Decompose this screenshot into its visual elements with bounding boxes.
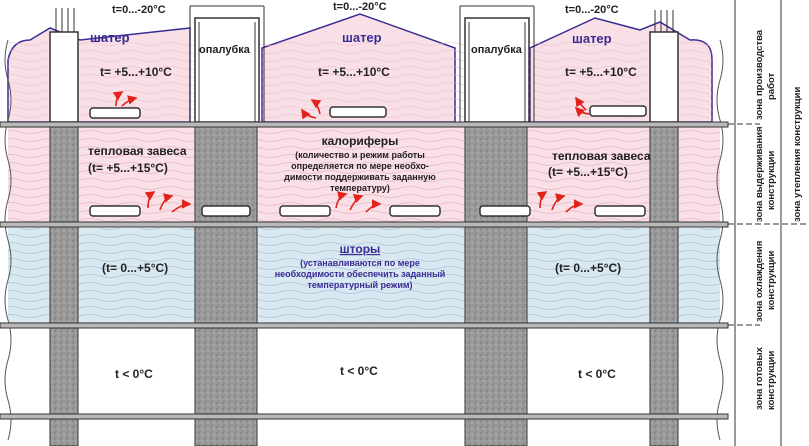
blinds-note-3: температурный режим) bbox=[307, 280, 412, 290]
slab-3 bbox=[0, 322, 729, 329]
blinds-title: шторы bbox=[340, 242, 381, 256]
column-2 bbox=[194, 121, 258, 446]
heaters-title: калориферы bbox=[322, 134, 399, 148]
zone-production-1: зона производства bbox=[754, 29, 765, 120]
zone-ready-1: зона готовых bbox=[754, 346, 765, 410]
curtain-title-right: тепловая завеса bbox=[552, 149, 651, 163]
curtain-title-left: тепловая завеса bbox=[88, 144, 187, 158]
ready-temp-center: t < 0°C bbox=[340, 364, 378, 378]
curtain-temp-left: (t= +5...+15°C) bbox=[88, 161, 168, 175]
slab-1 bbox=[0, 121, 729, 128]
zone-production-2: работ bbox=[766, 72, 777, 100]
zone-insulation: зона утепления конструкции bbox=[792, 87, 803, 222]
slab-4 bbox=[0, 413, 729, 420]
tent-temp-right: t= +5...+10°C bbox=[565, 65, 637, 79]
ready-temp-right: t < 0°C bbox=[578, 367, 616, 381]
column-3 bbox=[464, 121, 528, 446]
tent-temp-left: t= +5...+10°C bbox=[100, 65, 172, 79]
heaters-note-1: (количество и режим работы bbox=[295, 150, 425, 160]
formwork-label-left: опалубка bbox=[199, 44, 251, 56]
zone-ready-2: конструкции bbox=[766, 350, 777, 410]
formwork-right bbox=[464, 17, 530, 123]
blinds-note-2: необходимости обеспечить заданный bbox=[275, 269, 446, 279]
tent-label-left: шатер bbox=[90, 30, 130, 45]
slab-2 bbox=[0, 221, 729, 228]
zone-cooling-1: зона охлаждения bbox=[754, 241, 765, 322]
heater-unit-row bbox=[89, 205, 646, 217]
outside-temp-right: t=0...-20°C bbox=[565, 4, 619, 16]
formwork-label-right: опалубка bbox=[471, 44, 523, 56]
zone-holding-1: зона выдерживания bbox=[754, 126, 765, 222]
column-1 bbox=[49, 121, 79, 446]
tent-label-right: шатер bbox=[572, 31, 612, 46]
column-4 bbox=[649, 121, 679, 446]
heater-unit bbox=[89, 105, 647, 119]
rebar-stub-left bbox=[49, 31, 79, 123]
rebar-stub-right bbox=[649, 31, 679, 123]
outside-temp-left: t=0...-20°C bbox=[112, 4, 166, 16]
zone-cooling-2: конструкции bbox=[766, 250, 777, 310]
blinds-note-1: (устанавливаются по мере bbox=[300, 258, 420, 268]
zone-holding-2: конструкции bbox=[766, 150, 777, 210]
heaters-note-3: димости поддерживать заданную bbox=[284, 172, 436, 182]
ready-temp-left: t < 0°C bbox=[115, 367, 153, 381]
heat-arrows bbox=[112, 91, 591, 213]
formwork-left bbox=[194, 17, 260, 123]
tent-temp-center: t= +5...+10°C bbox=[318, 65, 390, 79]
curtain-temp-right: (t= +5...+15°C) bbox=[548, 165, 628, 179]
outside-temp-center: t=0...-20°C bbox=[333, 1, 387, 13]
heaters-note-4: температуру) bbox=[330, 183, 390, 193]
heaters-note-2: определяется по мере необхо- bbox=[291, 161, 429, 171]
cooling-temp-right: (t= 0...+5°C) bbox=[555, 261, 621, 275]
cooling-temp-left: (t= 0...+5°C) bbox=[102, 261, 168, 275]
tent-label-center: шатер bbox=[342, 30, 382, 45]
